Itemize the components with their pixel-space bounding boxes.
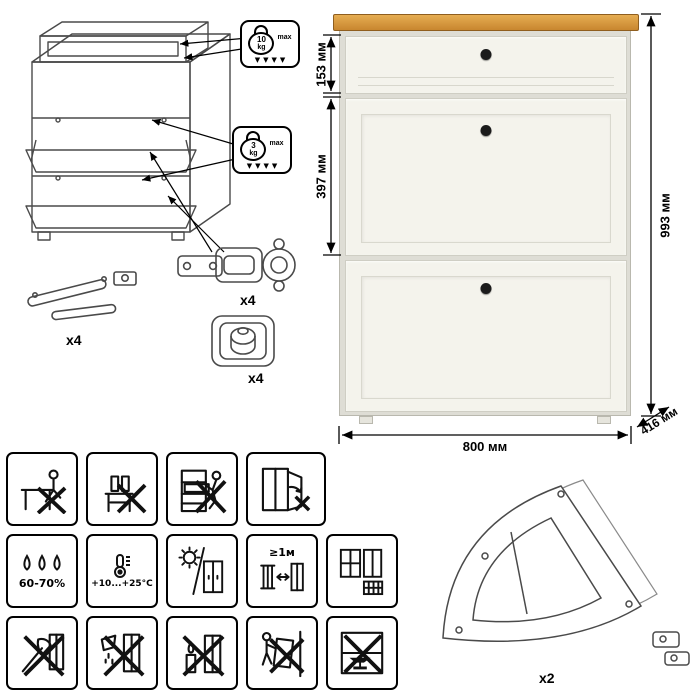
humidity-value-label: 60-70% — [18, 577, 66, 590]
drawer-knob — [480, 49, 492, 60]
no-climbing-icon — [180, 469, 227, 514]
knob-drawing — [211, 315, 275, 367]
cabinet-render: 153 мм 397 мм 993 мм 800 мм 416 мм — [313, 5, 700, 465]
lower-flap-front — [345, 260, 627, 412]
no-climbing-pictogram — [166, 452, 238, 526]
drawer-weight-unit: kg — [257, 44, 266, 51]
ventilation-pictogram — [326, 534, 398, 608]
no-impact-tools-pictogram — [6, 616, 78, 690]
temperature-pictogram: +10...+25°C — [86, 534, 158, 608]
dim-flap-height-label: 397 мм — [313, 154, 329, 199]
cabinet-wood-top — [333, 14, 639, 31]
upper-flap-panel — [361, 114, 611, 243]
hinge-drawing — [177, 238, 296, 292]
dim-total-height-label: 993 мм — [657, 193, 673, 238]
no-flame-icon — [182, 634, 225, 677]
cabinet-body — [339, 30, 631, 416]
window-vent-icon — [339, 548, 384, 596]
no-axe-icon — [21, 633, 65, 677]
down-arrows-icon: ▼▼▼▼ — [246, 162, 281, 170]
no-collision-moving-pictogram — [246, 616, 318, 690]
no-standing-icon — [104, 475, 147, 514]
distance-value-label: ≥1м — [269, 546, 295, 559]
heat-distance-pictogram: ≥1м — [246, 534, 318, 608]
pictogram-row-3 — [6, 616, 398, 690]
no-sitting-icon — [20, 469, 67, 514]
upper-flap-knob — [480, 125, 492, 136]
cabinet-foot-left — [359, 416, 373, 424]
lower-flap-panel — [361, 276, 611, 399]
door-care-icon — [261, 467, 311, 512]
sunlight-pictogram — [166, 534, 238, 608]
drawer-weight-badge: 10 kg max ▼▼▼▼ — [240, 20, 300, 68]
kettlebell-icon: 3 kg — [240, 131, 267, 161]
radiator-distance-icon — [260, 562, 304, 592]
no-standing-pictogram — [86, 452, 158, 526]
pictogram-row-2: 60-70% +10...+25°C — [6, 534, 398, 608]
flap-max-label: max — [269, 140, 284, 147]
upper-flap-front — [345, 98, 627, 256]
lid-stay-qty-label: x4 — [66, 332, 82, 348]
leader-arrows — [141, 37, 249, 253]
drawer-groove — [358, 77, 614, 86]
pictogram-row-1 — [6, 452, 398, 526]
lid-stay-drawing — [27, 271, 137, 321]
drawer-front — [345, 36, 627, 94]
kettlebell-handle — [246, 131, 261, 142]
kettlebell-icon: 10 kg — [248, 25, 275, 55]
mechanism-panels-icon — [442, 479, 690, 666]
temperature-value-label: +10...+25°C — [91, 579, 153, 589]
wireframe-cabinet-drawing — [25, 21, 296, 367]
knob-qty-label: x4 — [248, 370, 264, 386]
drawer-weight-value: 10 — [257, 35, 266, 44]
no-collision-icon — [261, 630, 305, 678]
dim-width-label: 800 мм — [462, 439, 508, 454]
care-pictograms: 60-70% +10...+25°C — [6, 452, 398, 690]
cabinet-foot-right — [597, 416, 611, 424]
flap-weight-badge: 3 kg max ▼▼▼▼ — [232, 126, 292, 174]
humidity-pictogram: 60-70% — [6, 534, 78, 608]
sunlight-icon — [178, 546, 224, 596]
thermometer-icon — [114, 554, 130, 578]
water-drops-icon — [23, 554, 61, 571]
flap-weight-unit: kg — [249, 150, 258, 157]
no-sitting-pictogram — [6, 452, 78, 526]
no-spill-icon — [100, 633, 145, 677]
door-care-pictogram — [246, 452, 326, 526]
no-overload-pictogram — [326, 616, 398, 690]
lower-flap-knob — [480, 283, 492, 294]
hinge-qty-label: x4 — [240, 292, 256, 308]
flap-weight-value: 3 — [251, 141, 256, 150]
dim-depth-label: 416 мм — [637, 404, 681, 438]
kettlebell-handle — [254, 25, 269, 36]
mechanism-qty-label: x2 — [539, 670, 555, 686]
drawer-max-label: max — [277, 34, 292, 41]
down-arrows-icon: ▼▼▼▼ — [254, 56, 289, 64]
no-open-flame-pictogram — [166, 616, 238, 690]
no-liquids-pictogram — [86, 616, 158, 690]
dim-drawer-height-label: 153 мм — [313, 42, 329, 87]
mechanism-drawing: x2 — [415, 448, 700, 698]
no-anvil-icon — [340, 631, 384, 675]
